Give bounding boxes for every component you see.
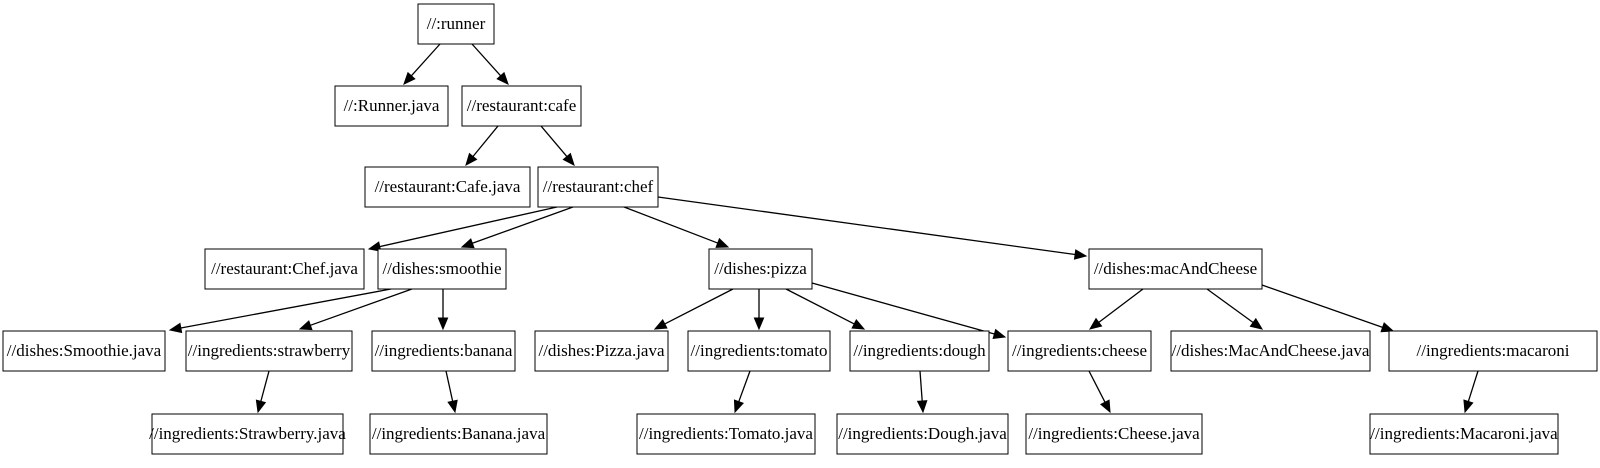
graph-node-dishes-pizza[interactable]: //dishes:pizza [708, 248, 813, 290]
graph-edge [623, 206, 730, 248]
graph-edge [540, 125, 575, 166]
graph-node-label: //ingredients:Macaroni.java [1370, 424, 1558, 443]
graph-node-ing-dough-java[interactable]: //ingredients:Dough.java [836, 413, 1009, 455]
graph-nodes-layer: //:runner //:Runner.java //restaurant:cafe… [2, 3, 1598, 455]
graph-node-label: //dishes:Smoothie.java [7, 341, 162, 360]
graph-edge [471, 43, 509, 85]
graph-node-label: //dishes:pizza [714, 259, 807, 278]
graph-edge [460, 206, 574, 249]
graph-node-ing-macaroni[interactable]: //ingredients:macaroni [1388, 330, 1598, 372]
graph-node-label: //restaurant:cafe [467, 96, 577, 115]
graph-edge [657, 196, 1088, 260]
graph-edge [1088, 370, 1111, 414]
graph-node-label: //restaurant:Cafe.java [375, 177, 521, 196]
graph-node-ing-tomato-java[interactable]: //ingredients:Tomato.java [636, 413, 816, 455]
graph-node-label: //ingredients:tomato [691, 341, 828, 360]
graph-edge [403, 43, 441, 85]
graph-node-label: //ingredients:Dough.java [838, 424, 1007, 443]
graph-node-label: //dishes:smoothie [383, 259, 502, 278]
graph-edge [1088, 288, 1144, 330]
graph-edge [168, 288, 392, 334]
graph-edge [437, 289, 449, 331]
graph-node-label: //ingredients:strawberry [188, 341, 351, 360]
graph-node-label: //:Runner.java [344, 96, 440, 115]
graph-node-runner-java[interactable]: //:Runner.java [334, 85, 449, 127]
graph-node-dishes-macandcheese[interactable]: //dishes:macAndCheese [1088, 248, 1263, 290]
graph-node-ing-banana[interactable]: //ingredients:banana [371, 330, 516, 372]
graph-node-label: //ingredients:dough [853, 341, 986, 360]
graph-edge [255, 370, 270, 414]
graph-node-label: //:runner [427, 14, 486, 33]
graph-node-ing-cheese-java[interactable]: //ingredients:Cheese.java [1025, 413, 1203, 455]
graph-node-ing-dough[interactable]: //ingredients:dough [849, 330, 990, 372]
graph-node-dishes-pizza-java[interactable]: //dishes:Pizza.java [534, 330, 669, 372]
graph-node-runner[interactable]: //:runner [417, 3, 495, 45]
graph-node-label: //ingredients:cheese [1012, 341, 1147, 360]
graph-edges-layer [168, 43, 1479, 414]
graph-node-ing-strawberry-java[interactable]: //ingredients:Strawberry.java [149, 413, 346, 455]
graph-edge [465, 125, 499, 167]
graph-node-dishes-macandcheese-java[interactable]: //dishes:MacAndCheese.java [1170, 330, 1371, 372]
graph-edge [653, 288, 734, 330]
graph-edge [298, 288, 413, 331]
graph-edge [1261, 284, 1395, 333]
graph-edge [367, 206, 558, 252]
graph-node-label: //dishes:Pizza.java [538, 341, 665, 360]
graph-node-label: //ingredients:macaroni [1417, 341, 1570, 360]
graph-node-label: //ingredients:Banana.java [372, 424, 546, 443]
graph-node-label: //restaurant:chef [543, 177, 654, 196]
graph-node-label: //dishes:macAndCheese [1094, 259, 1257, 278]
graph-node-label: //dishes:MacAndCheese.java [1172, 341, 1370, 360]
graph-node-ing-tomato[interactable]: //ingredients:tomato [687, 330, 831, 372]
graph-node-ing-strawberry[interactable]: //ingredients:strawberry [185, 330, 353, 372]
graph-node-label: //restaurant:Chef.java [211, 259, 358, 278]
graph-node-dishes-smoothie-java[interactable]: //dishes:Smoothie.java [2, 330, 166, 372]
graph-node-ing-banana-java[interactable]: //ingredients:Banana.java [369, 413, 548, 455]
graph-node-restaurant-chef[interactable]: //restaurant:chef [537, 166, 659, 208]
graph-edge [733, 370, 751, 414]
graph-edge [1463, 370, 1479, 414]
graph-edge [785, 288, 866, 330]
graph-node-restaurant-cafe[interactable]: //restaurant:cafe [461, 85, 582, 127]
graph-node-ing-cheese[interactable]: //ingredients:cheese [1007, 330, 1152, 372]
graph-edge [1206, 288, 1264, 330]
graph-node-label: //ingredients:banana [375, 341, 513, 360]
graph-node-label: //ingredients:Strawberry.java [149, 424, 346, 443]
graph-node-restaurant-chef-java[interactable]: //restaurant:Chef.java [204, 248, 365, 290]
graph-edge [445, 370, 458, 414]
graph-node-dishes-smoothie[interactable]: //dishes:smoothie [377, 248, 507, 290]
graph-node-restaurant-cafe-java[interactable]: //restaurant:Cafe.java [364, 166, 531, 208]
graph-node-label: //ingredients:Tomato.java [639, 424, 813, 443]
graph-node-ing-macaroni-java[interactable]: //ingredients:Macaroni.java [1369, 413, 1559, 455]
graph-node-label: //ingredients:Cheese.java [1028, 424, 1200, 443]
graph-edge [811, 282, 1007, 340]
graph-edge [753, 289, 765, 331]
graph-edge [916, 370, 928, 414]
